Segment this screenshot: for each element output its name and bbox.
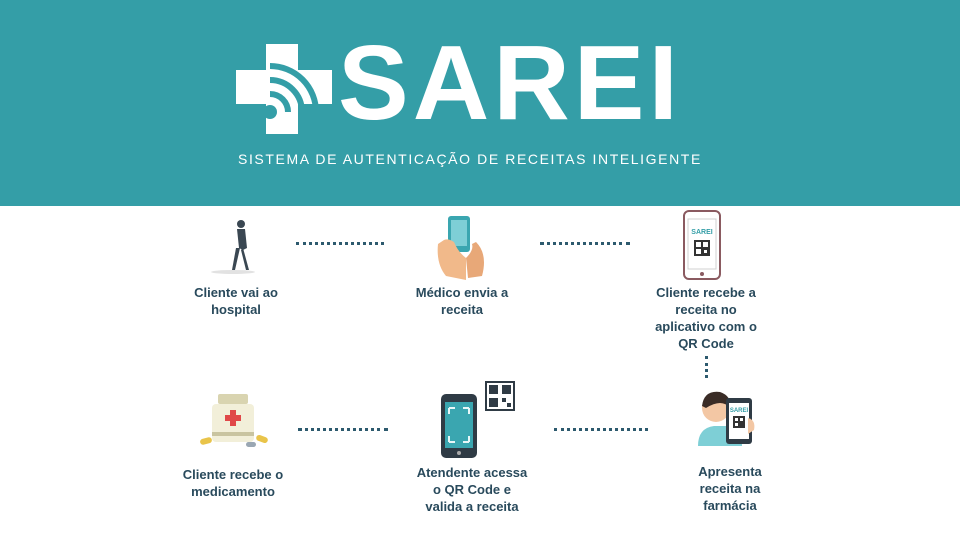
phone-qr-icon: SAREI: [683, 210, 721, 280]
step-label-medication: Cliente recebe o medicamento: [182, 467, 284, 499]
connector-dots-vertical: [705, 356, 708, 378]
connector-dots: [540, 242, 630, 245]
logo-cross-icon: [236, 44, 332, 134]
header-banner: SAREI SISTEMA DE AUTENTICAÇÃO DE RECEITA…: [0, 0, 960, 206]
connector-dots: [298, 428, 388, 431]
brand-title: SAREI: [338, 24, 682, 142]
phone-scan-icon: [441, 381, 515, 458]
phone-logo: SAREI: [730, 408, 749, 414]
step-label-validate: Atendente acessa o QR Code e valida a re…: [416, 465, 528, 514]
step-label-hospital: Cliente vai ao hospital: [194, 285, 278, 317]
connector-dots: [296, 242, 384, 245]
hands-phone-icon: [437, 216, 484, 280]
step-label-receive-app: Cliente recebe a receita no aplicativo c…: [655, 285, 757, 351]
brand-tagline: SISTEMA DE AUTENTICAÇÃO DE RECEITAS INTE…: [238, 151, 702, 167]
phone-logo: SAREI: [691, 229, 712, 236]
connector-dots: [554, 428, 648, 431]
medicine-bottle-icon: [200, 394, 268, 447]
step-label-pharmacy: Apresenta receita na farmácia: [698, 464, 762, 513]
woman-phone-icon: SAREI: [698, 391, 755, 446]
step-label-doctor: Médico envia a receita: [415, 285, 509, 317]
walking-person-icon: [211, 220, 255, 274]
